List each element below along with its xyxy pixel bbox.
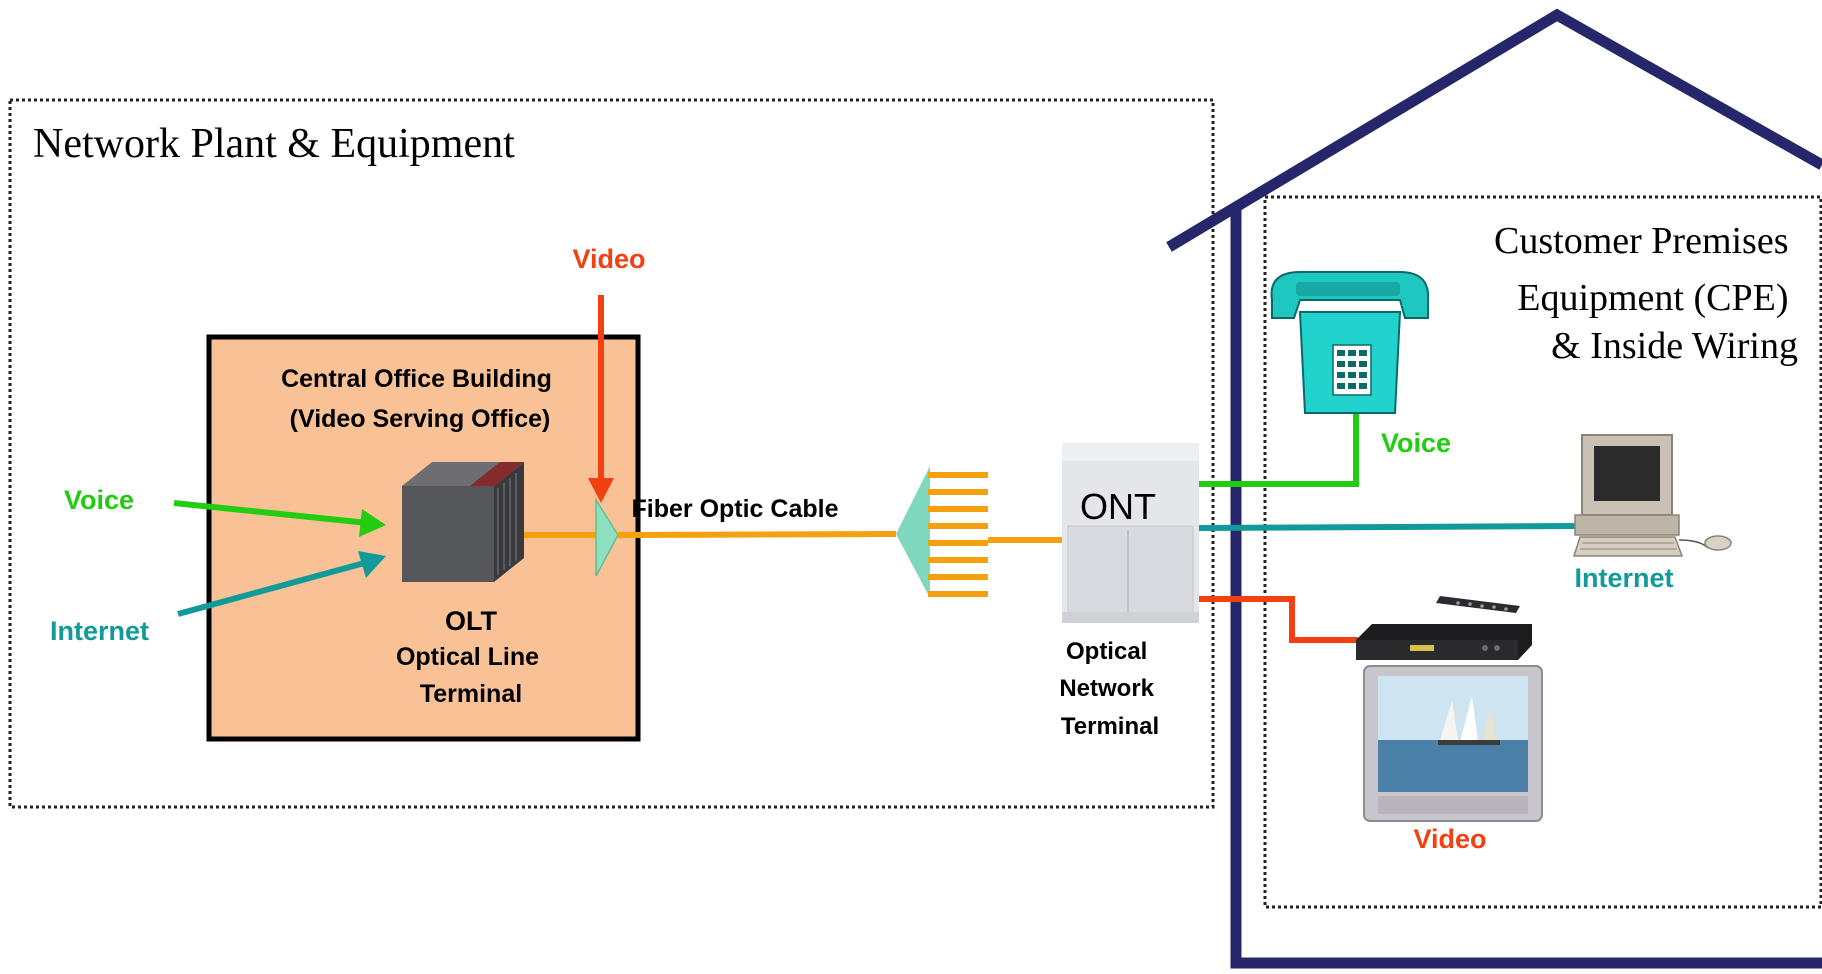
input-internet-arrowhead bbox=[358, 551, 386, 578]
cpe-title-line3: & Inside Wiring bbox=[1551, 325, 1798, 367]
cpe-internet-label: Internet bbox=[1574, 563, 1673, 593]
network-plant-title: Network Plant & Equipment bbox=[33, 121, 515, 167]
fiber-optic-cable-label: Fiber Optic Cable bbox=[632, 495, 839, 523]
input-video-arrowhead bbox=[588, 478, 614, 503]
cpe-voice-label: Voice bbox=[1381, 428, 1451, 458]
computer-icon bbox=[1572, 434, 1732, 557]
olt-label: OLT bbox=[445, 606, 497, 636]
video-wiring bbox=[1199, 596, 1358, 643]
wdm-combiner-icon bbox=[595, 497, 619, 577]
fiber-optic-cable-line bbox=[617, 531, 897, 538]
input-internet-arrow bbox=[177, 559, 369, 617]
cpe-video-label: Video bbox=[1413, 824, 1486, 854]
remote-control-icon bbox=[1436, 596, 1520, 613]
set-top-box-icon bbox=[1356, 624, 1532, 660]
ont-description-line3: Terminal bbox=[1061, 713, 1159, 740]
ont-description-line1: Optical bbox=[1066, 638, 1147, 665]
telephone-icon bbox=[1270, 271, 1430, 414]
olt-device-icon bbox=[402, 462, 524, 582]
input-voice-arrow bbox=[173, 500, 369, 526]
ont-label: ONT bbox=[1080, 486, 1156, 527]
input-voice-label: Voice bbox=[64, 485, 134, 515]
input-internet-label: Internet bbox=[50, 616, 149, 646]
ont-device-icon bbox=[1062, 443, 1199, 623]
internet-wiring bbox=[1198, 523, 1583, 531]
input-video-label: Video bbox=[572, 244, 645, 274]
house-wall bbox=[1230, 205, 1822, 969]
olt-description-line2: Terminal bbox=[420, 680, 522, 708]
olt-description-line1: Optical Line bbox=[396, 643, 539, 671]
house-outline bbox=[1166, 8, 1822, 252]
optical-splitter-icon bbox=[896, 466, 988, 598]
cpe-title-line1: Customer Premises bbox=[1494, 220, 1788, 262]
ont-description-line2: Network bbox=[1059, 675, 1154, 702]
network-plant-region bbox=[8, 98, 1215, 809]
voice-wiring bbox=[1199, 408, 1359, 487]
svg-text:Customer Premises Equipmen: Customer Premises Equipment (CPE) & Insi… bbox=[1494, 220, 1798, 367]
svg-text:Optical Network Termin: Optical Network Terminal bbox=[1059, 638, 1160, 740]
svg-text:Optical Line Terminal: Optical Line Terminal bbox=[396, 643, 546, 708]
customer-premises-region bbox=[1263, 195, 1822, 909]
television-icon bbox=[1363, 665, 1543, 822]
svg-text:Central Office Building (V: Central Office Building (Video Serving O… bbox=[281, 365, 559, 433]
central-office-label-line2: (Video Serving Office) bbox=[290, 405, 551, 433]
input-voice-arrowhead bbox=[359, 509, 386, 537]
cpe-title-line2: Equipment (CPE) bbox=[1517, 277, 1788, 319]
central-office-label-line1: Central Office Building bbox=[281, 365, 552, 393]
